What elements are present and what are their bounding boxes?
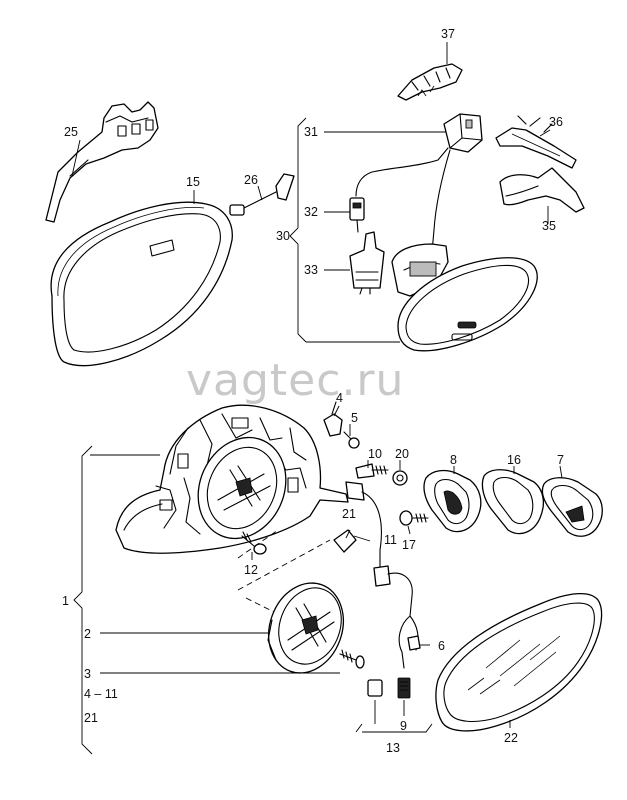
bracket-30 (289, 117, 307, 343)
part-15-housing-cover (50, 201, 233, 367)
part-33-module (349, 231, 385, 295)
callout-25: 25 (64, 125, 78, 139)
callout-37: 37 (441, 27, 455, 41)
callout-8: 8 (450, 453, 457, 467)
part-2-glass-drive (267, 582, 344, 674)
part-13-connectors (367, 677, 411, 699)
callout-32: 32 (304, 205, 318, 219)
part-21-pad (333, 529, 357, 553)
part-10-screw (355, 463, 389, 479)
part-16-housing (481, 469, 545, 535)
callout-5: 5 (351, 411, 358, 425)
callout-11: 11 (384, 533, 397, 547)
callout-4-11: 4 – 11 (84, 687, 118, 701)
callout-30: 30 (276, 229, 290, 243)
part-5-screw (343, 431, 360, 449)
callout-10: 10 (368, 447, 382, 461)
part-7-housing (541, 477, 603, 537)
leader-lines-bottom (90, 405, 563, 733)
callout-12: 12 (244, 563, 258, 577)
part-4-clip (323, 401, 343, 437)
part-31-connector (355, 113, 483, 253)
callout-35: 35 (542, 219, 556, 233)
callout-26: 26 (244, 173, 258, 187)
part-11-wiring (345, 481, 421, 669)
part-8-housing (423, 469, 482, 533)
callout-2: 2 (84, 627, 91, 641)
part-20-nut (392, 470, 408, 486)
callout-7: 7 (557, 453, 564, 467)
part-12-screw (241, 531, 267, 555)
watermark-text: vagtec.ru (186, 355, 404, 406)
part-36-clip (495, 115, 577, 169)
part-1-mirror-assembly (115, 404, 349, 554)
callout-21-list: 21 (84, 711, 98, 725)
callout-33: 33 (304, 263, 318, 277)
callout-36: 36 (549, 115, 563, 129)
callout-13: 13 (386, 741, 400, 755)
callout-9: 9 (400, 719, 407, 733)
callout-21-upper: 21 (342, 507, 356, 521)
callout-15: 15 (186, 175, 200, 189)
part-37-clip (397, 63, 463, 101)
leader-lines-top (71, 42, 551, 343)
callout-1: 1 (62, 594, 69, 608)
callout-22: 22 (504, 731, 518, 745)
part-25-bracket (45, 101, 159, 223)
callout-16: 16 (507, 453, 521, 467)
part-3-screw (339, 649, 365, 669)
part-26-lamp (229, 173, 295, 216)
callout-31: 31 (304, 125, 318, 139)
callout-20: 20 (395, 447, 409, 461)
callout-3: 3 (84, 667, 91, 681)
part-35-mount-cover (499, 167, 585, 213)
interior-mirror (391, 243, 538, 352)
callout-17: 17 (402, 538, 416, 552)
callout-4: 4 (336, 391, 343, 405)
part-17-screw (399, 510, 429, 526)
part-22-mirror-glass (435, 592, 603, 732)
bracket-1 (73, 445, 93, 755)
callout-labels: 37 25 15 26 31 32 30 33 36 35 4 5 10 20 … (62, 27, 564, 755)
callout-6: 6 (438, 639, 445, 653)
part-32-plug (349, 197, 365, 233)
